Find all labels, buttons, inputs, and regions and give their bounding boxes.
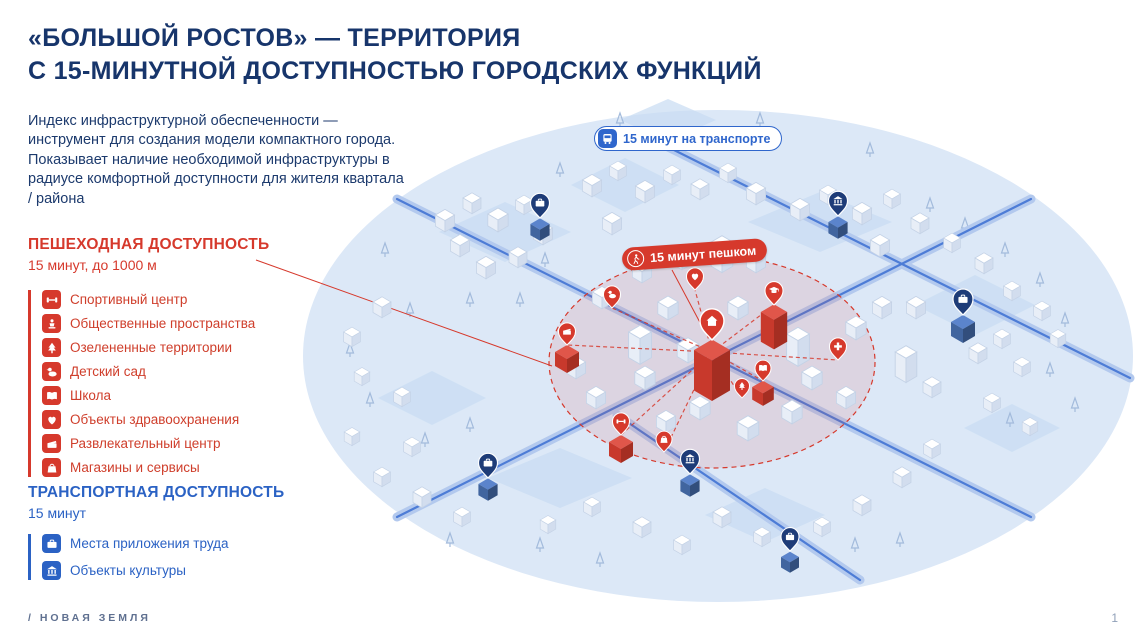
kindergarten-icon <box>42 362 61 381</box>
shops-icon <box>42 458 61 477</box>
walk-badge-label: 15 минут пешком <box>649 243 757 265</box>
pedestrian-subtitle: 15 минут, до 1000 м <box>28 257 157 273</box>
legend-label: Объекты здравоохранения <box>70 412 240 427</box>
transport-badge-label: 15 минут на транспорте <box>623 131 771 146</box>
bus-icon <box>598 129 617 148</box>
legend-item-kindergarten: Детский сад <box>42 362 255 381</box>
legend-item-school: Школа <box>42 386 255 405</box>
legend-label: Детский сад <box>70 364 146 379</box>
pedestrian-callout-line <box>255 259 553 367</box>
workplace-icon <box>42 534 61 553</box>
culture-icon <box>42 561 61 580</box>
sport-icon <box>42 290 61 309</box>
legend-label: Спортивный центр <box>70 292 188 307</box>
entertainment-icon <box>42 434 61 453</box>
transport-section-header: ТРАНСПОРТНАЯ ДОСТУПНОСТЬ 15 минут <box>28 484 284 521</box>
building-block <box>786 326 810 367</box>
school-icon <box>42 386 61 405</box>
pedestrian-section-header: ПЕШЕХОДНАЯ ДОСТУПНОСТЬ 15 минут, до 1000… <box>28 236 269 273</box>
page-number: 1 <box>1111 611 1118 625</box>
intro-paragraph: Индекс инфраструктурной обеспеченности —… <box>28 113 404 207</box>
walk-badge-leader-line <box>671 269 705 331</box>
pedestrian-legend: Спортивный центр Общественные пространст… <box>28 290 255 477</box>
legend-item-healthcare: Объекты здравоохранения <box>42 410 255 429</box>
building-block <box>894 345 918 384</box>
page-title-line1: «БОЛЬШОЙ РОСТОВ» — ТЕРРИТОРИЯ <box>28 24 521 52</box>
legend-label: Места приложения труда <box>70 536 229 551</box>
legend-label: Развлекательный центр <box>70 436 221 451</box>
public-space-icon <box>42 314 61 333</box>
legend-label: Школа <box>70 388 112 403</box>
legend-item-culture: Объекты культуры <box>42 561 229 580</box>
legend-label: Озелененные территории <box>70 340 233 355</box>
legend-item-entertainment: Развлекательный центр <box>42 434 255 453</box>
page-title: «БОЛЬШОЙ РОСТОВ» — ТЕРРИТОРИЯ С 15-МИНУТ… <box>28 22 762 87</box>
building-block <box>628 324 652 365</box>
legend-item-sport: Спортивный центр <box>42 290 255 309</box>
brand-logo: / НОВАЯ ЗЕМЛЯ <box>28 612 151 624</box>
green-area-icon <box>42 338 61 357</box>
legend-item-shops: Магазины и сервисы <box>42 458 255 477</box>
legend-label: Общественные пространства <box>70 316 256 331</box>
transport-legend: Места приложения труда Объекты культуры <box>28 534 229 580</box>
healthcare-icon <box>42 410 61 429</box>
page-title-line2: С 15-МИНУТНОЙ ДОСТУПНОСТЬЮ ГОРОДСКИХ ФУН… <box>28 56 762 85</box>
legend-item-workplace: Места приложения труда <box>42 534 229 553</box>
transport-badge: 15 минут на транспорте <box>594 126 783 151</box>
legend-label: Объекты культуры <box>70 563 186 578</box>
legend-item-green-area: Озелененные территории <box>42 338 255 357</box>
legend-item-public-space: Общественные пространства <box>42 314 255 333</box>
legend-label: Магазины и сервисы <box>70 460 200 475</box>
central-building <box>694 339 730 401</box>
pedestrian-title: ПЕШЕХОДНАЯ ДОСТУПНОСТЬ <box>28 236 270 253</box>
transport-subtitle: 15 минут <box>28 505 87 521</box>
pedestrian-icon <box>626 249 645 268</box>
transport-title: ТРАНСПОРТНАЯ ДОСТУПНОСТЬ <box>28 484 285 501</box>
